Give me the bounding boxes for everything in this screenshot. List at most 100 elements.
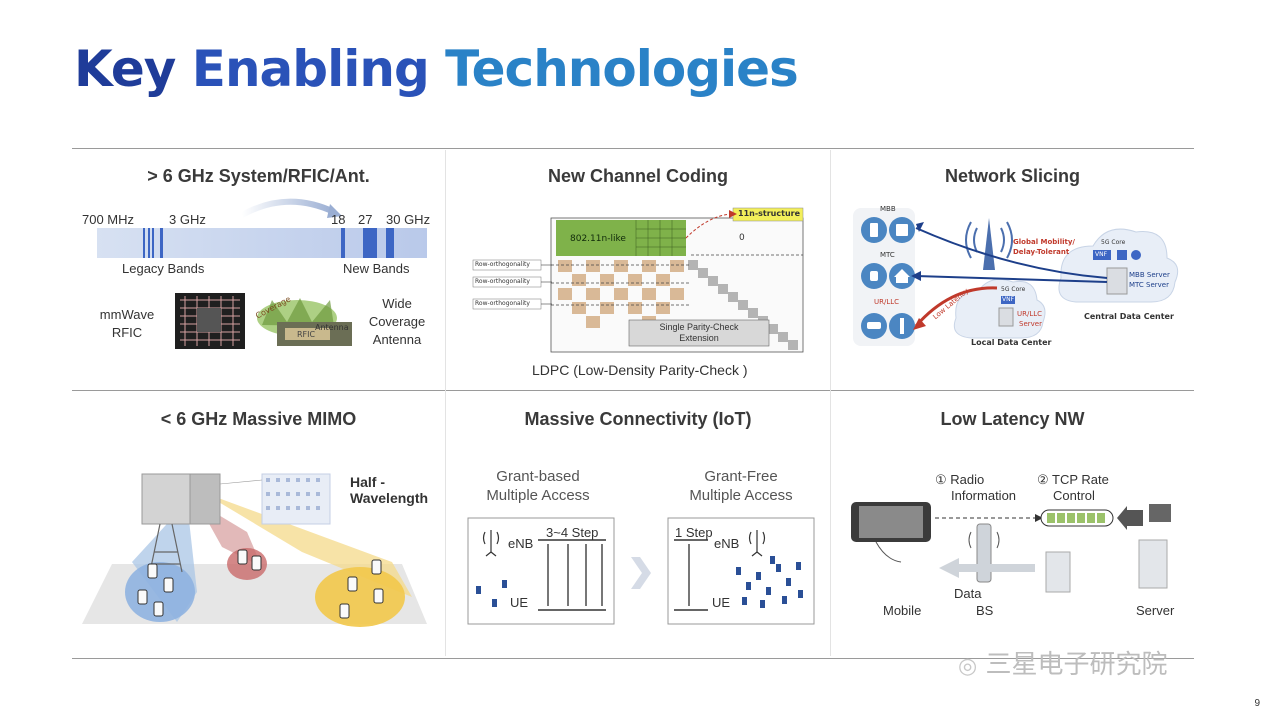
new-band-30 (386, 228, 394, 258)
ldpc-matrix-diagram (472, 207, 804, 353)
bs-tower-icon (976, 523, 992, 583)
panel-title-iot: Massive Connectivity (IoT) (524, 409, 752, 429)
clapperboard-icon (1149, 504, 1171, 522)
wechat-icon: ◎ (958, 654, 978, 679)
half-wavelength-line2: Wavelength (350, 490, 429, 506)
shift-arrow (240, 198, 336, 218)
half-wavelength-line1: Half - (350, 474, 385, 490)
server-icon (1138, 539, 1168, 589)
freq-label-18: 18 (331, 212, 346, 227)
cluster-blue (125, 562, 195, 622)
panel-low-latency: Low Latency NW ① Radio Information ② TCP… (831, 392, 1194, 658)
local-core-label: 5G Core (1001, 286, 1026, 293)
ldpc-parity-cells (558, 260, 684, 328)
ldpc-caption: LDPC (Low-Density Parity-Check ) (532, 362, 748, 378)
four-step-label: 3~4 Step (546, 525, 599, 540)
panel-network-slicing: Network Slicing M (831, 150, 1194, 390)
grant-based-line1: Grant-based (496, 468, 580, 485)
mbb-label: MBB (880, 205, 896, 213)
central-cloud (1058, 228, 1179, 303)
core-icon-a (1117, 250, 1127, 260)
enb-tower-right (748, 530, 766, 557)
legacy-band-line-4 (160, 228, 163, 258)
legacy-band-line-1 (143, 228, 145, 258)
freq-label-700mhz: 700 MHz (82, 212, 135, 227)
mimo-beam-diagram (82, 473, 427, 627)
grid-divider-1 (445, 150, 446, 656)
radio-info-line2: Information (951, 488, 1017, 503)
enb-label-right: eNB (714, 536, 740, 551)
rfic-label-line2: RFIC (111, 325, 143, 340)
antenna-label-line1: Wide (382, 296, 412, 311)
urllc-label: UR/LLC (874, 298, 900, 306)
panel-channel-coding: New Channel Coding (446, 150, 830, 390)
tower-lattice (149, 523, 183, 573)
grid-bottom-rule (72, 658, 1194, 659)
panel-title-coding: New Channel Coding (548, 166, 728, 186)
panel-title-mmwave: > 6 GHz System/RFIC/Ant. (147, 166, 370, 186)
title-word-1: Key (74, 40, 176, 98)
mbb-server-label: MBB Server (1129, 271, 1170, 279)
local-dc-label: Local Data Center (971, 338, 1052, 347)
grant-free-line1: Grant-Free (704, 468, 778, 485)
central-vnf-label: VNF (1095, 251, 1108, 258)
page-number: 9 (1254, 698, 1260, 709)
core-icon-b (1131, 250, 1141, 260)
new-band-27 (363, 228, 377, 258)
page-title: Key Enabling Technologies (74, 40, 799, 98)
shift-arrow-head (327, 204, 342, 218)
global-mobility-line1: Global Mobility/ (1013, 238, 1075, 246)
row-label-1: Row-orthogonality (475, 261, 530, 268)
grid-divider-2 (830, 150, 831, 656)
legacy-band-line-3 (152, 228, 154, 258)
bs-label: BS (976, 603, 994, 618)
legacy-band-line-2 (148, 228, 150, 258)
urllc-server-line2: Server (1019, 320, 1042, 328)
network-slicing-diagram (853, 208, 1179, 346)
grant-based-line2: Multiple Access (486, 487, 590, 504)
freq-label-27: 27 (358, 212, 373, 227)
ue-label-left: UE (510, 595, 529, 610)
parity-label-line1: Single Parity-Check (659, 322, 739, 332)
rfic-chip-caption: RFIC (297, 330, 316, 339)
antenna-caption: Antenna (315, 323, 349, 332)
row-label-3: Row-orthogonality (475, 300, 530, 307)
mobile-label: Mobile (883, 603, 922, 618)
legacy-bands-label: Legacy Bands (122, 261, 205, 276)
spectrum-bar (97, 228, 427, 258)
local-vnf-box (1001, 296, 1015, 304)
freq-label-30ghz: 30 GHz (386, 212, 431, 227)
four-step-arrows (547, 544, 603, 606)
grid-middle-rule (72, 390, 1194, 391)
radio-info-line1: ① Radio (935, 472, 985, 487)
one-step-label: 1 Step (675, 525, 713, 540)
panel-mmwave: > 6 GHz System/RFIC/Ant. (72, 150, 445, 390)
panel-massive-iot: Massive Connectivity (IoT) Grant-based M… (446, 392, 830, 658)
tower-waves (965, 221, 1013, 259)
parity-extension-box (628, 319, 770, 347)
ldpc-diagonal-cells (688, 260, 798, 350)
ue-devices-left (476, 580, 507, 607)
multiple-access-diagram (467, 517, 815, 625)
freq-label-3ghz: 3 GHz (169, 212, 206, 227)
ue-devices-right (736, 556, 803, 608)
rfic-die (197, 308, 221, 332)
enb-tower-left (482, 530, 500, 557)
core-block-label: 802.11n-like (570, 234, 626, 244)
panel-title-mimo: < 6 GHz Massive MIMO (160, 409, 357, 429)
grid-top-rule (72, 148, 1194, 149)
structure-label: 11n-structure (738, 209, 801, 218)
coverage-lobes (262, 298, 334, 326)
zero-block-label: 0 (739, 233, 745, 243)
mtc-server-label: MTC Server (1129, 281, 1169, 289)
mid-server-icon (1045, 551, 1071, 593)
ue-devices (137, 549, 384, 619)
watermark: ◎ 三星电子研究院 (958, 644, 1167, 681)
cluster-yellow (315, 567, 405, 627)
mobile-hand (875, 541, 902, 563)
compare-arrow (631, 557, 651, 589)
mtc-link-arrow (915, 275, 1108, 283)
server-to-bs-arrow (1117, 506, 1143, 530)
central-core-label: 5G Core (1101, 239, 1126, 246)
local-vnf-label: VNF (1002, 296, 1015, 303)
